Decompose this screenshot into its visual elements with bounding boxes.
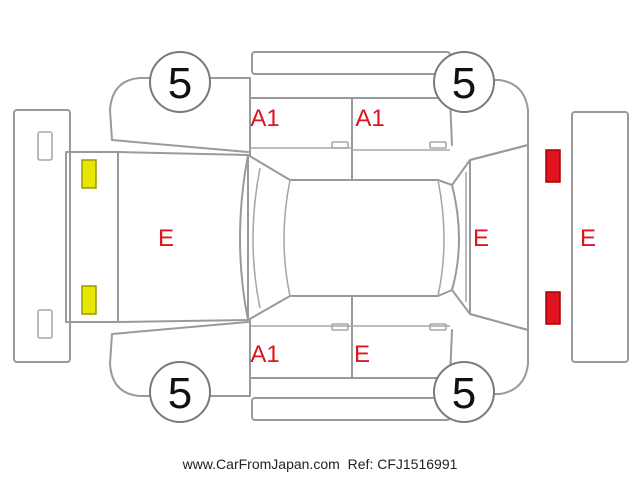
wheel-rear-top-rating: 5 <box>452 59 476 108</box>
watermark-ref: Ref: CFJ1516991 <box>347 456 458 472</box>
damage-front-door-lower: A1 <box>250 341 279 368</box>
headlight-right <box>81 285 97 315</box>
damage-front-door-upper: A1 <box>250 105 279 132</box>
wheel-front-bottom-rating: 5 <box>168 369 192 418</box>
wheel-front-bottom: 5 <box>149 361 211 423</box>
taillight-upper <box>545 149 561 183</box>
wheel-rear-bottom: 5 <box>433 361 495 423</box>
taillight-lower <box>545 291 561 325</box>
watermark-site: www.CarFromJapan.com <box>182 456 340 472</box>
headlight-left <box>81 159 97 189</box>
damage-hood: E <box>158 225 174 252</box>
wheel-front-top: 5 <box>149 51 211 113</box>
damage-rear-bumper: E <box>580 225 596 252</box>
damage-rear-door-lower: E <box>354 341 370 368</box>
damage-rear-hatch: E <box>473 225 489 252</box>
front-bumper <box>13 109 71 363</box>
watermark-footer: www.CarFromJapan.com Ref: CFJ1516991 <box>0 456 640 472</box>
rear-bumper <box>571 111 629 363</box>
wheel-rear-top: 5 <box>433 51 495 113</box>
wheel-front-top-rating: 5 <box>168 59 192 108</box>
damage-rear-door-upper: A1 <box>355 105 384 132</box>
wheel-rear-bottom-rating: 5 <box>452 369 476 418</box>
